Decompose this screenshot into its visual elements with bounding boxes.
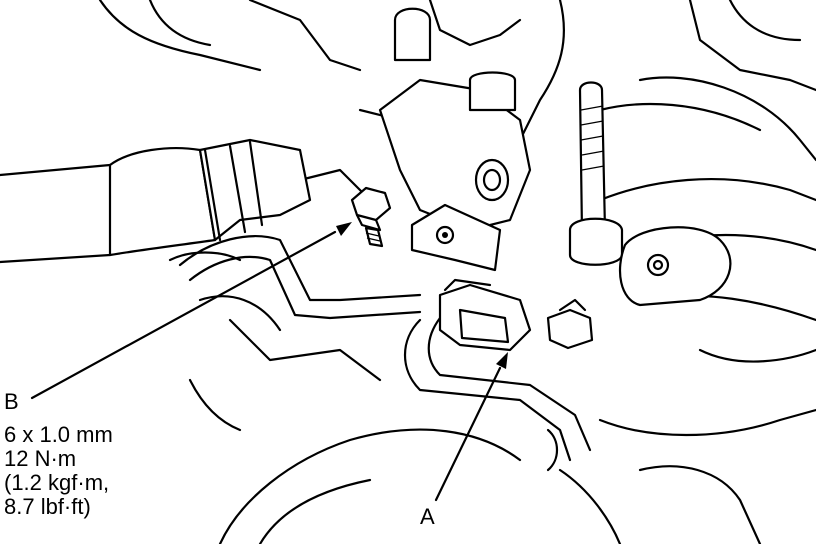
flange (618, 226, 732, 307)
torque-kgfm: (1.2 kgf·m, (4, 470, 110, 495)
hose (0, 138, 312, 264)
bolt-b (350, 186, 392, 248)
leader-lines (30, 222, 508, 502)
bolt-size: 6 x 1.0 mm (4, 422, 113, 447)
torque-nm: 12 N·m (4, 446, 77, 471)
label-b: B (4, 389, 19, 414)
stud (568, 81, 624, 266)
bolt-spec: 6 x 1.0 mm 12 N·m (1.2 kgf·m, 8.7 lbf·ft… (4, 423, 113, 519)
upper-bracket (378, 7, 532, 272)
wiring-harness (178, 235, 592, 472)
torque-lbfft: 8.7 lbf·ft) (4, 494, 91, 519)
label-a: A (420, 504, 435, 529)
connector-a (438, 278, 594, 352)
